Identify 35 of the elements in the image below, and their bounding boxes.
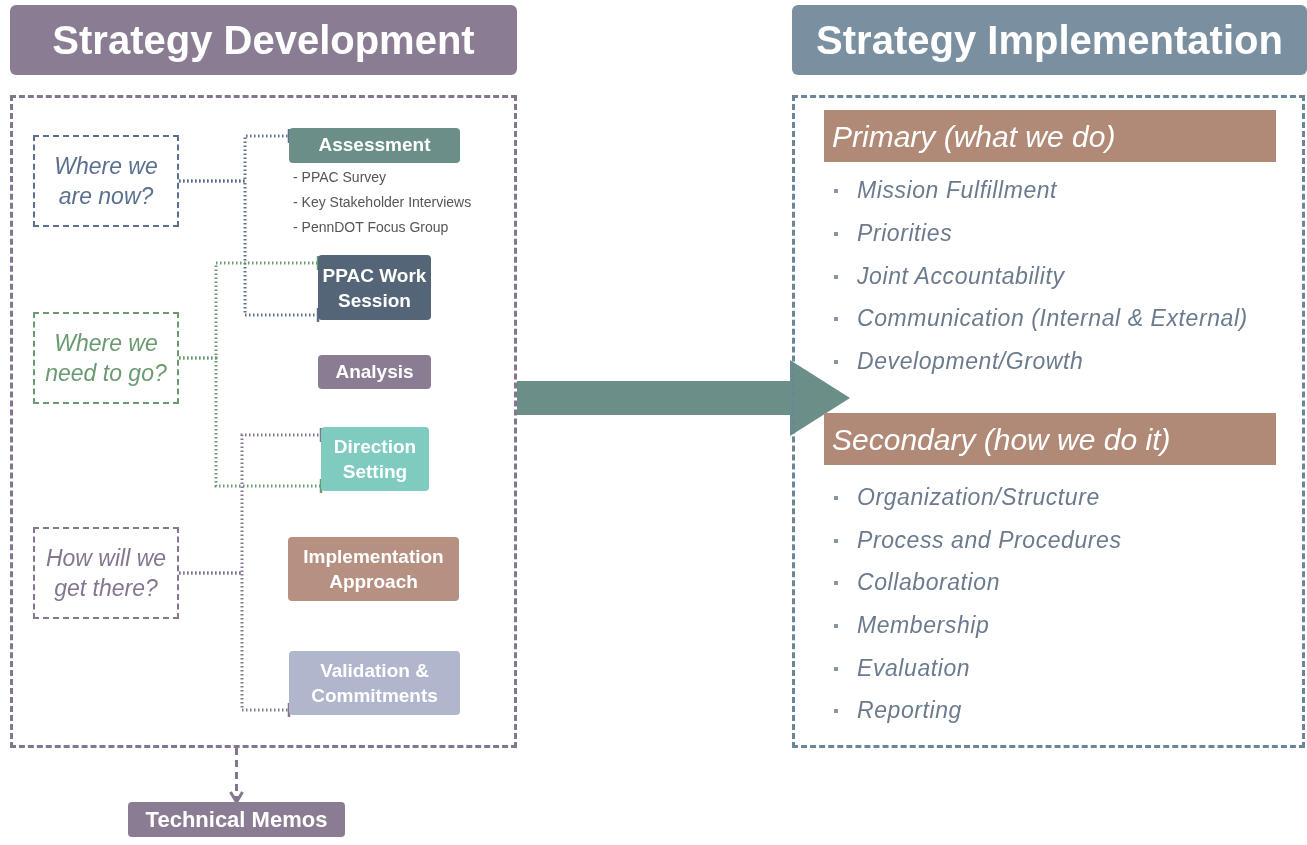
bracket-connector [179,179,320,324]
question-box: How will we get there? [33,527,179,619]
question-box: Where we need to go? [33,312,179,404]
sub-item-text: - PennDOT Focus Group [293,218,449,237]
process-box: Analysis [318,355,431,389]
list-item-text: Membership [857,611,990,639]
process-box: Direction Setting [321,427,429,491]
section-header: Primary (what we do) [824,110,1276,162]
list-item-text: Priorities [857,219,953,247]
output-box: Technical Memos [128,802,345,837]
process-box: PPAC Work Session [318,255,431,320]
title-banner: Strategy Development [10,5,517,75]
bracket-connector [179,571,291,719]
list-item-text: Joint Accountability [857,262,1065,290]
process-box: Assessment [289,128,460,163]
list-item-text: Reporting [857,696,962,724]
list-item-text: Development/Growth [857,347,1084,375]
question-box: Where we are now? [33,135,179,227]
list-item-text: Collaboration [857,568,1000,596]
list-item-text: Process and Procedures [857,526,1122,554]
sub-item-text: - Key Stakeholder Interviews [293,193,472,212]
list-item-text: Evaluation [857,654,971,682]
block-arrow [517,360,850,436]
bracket-connector [179,356,323,495]
process-box: Validation & Commitments [289,651,460,715]
list-item-text: Communication (Internal & External) [857,304,1248,332]
dashed-panel [10,95,517,748]
title-banner: Strategy Implementation [792,5,1307,75]
section-header: Secondary (how we do it) [824,413,1276,465]
list-item-text: Mission Fulfillment [857,176,1058,204]
sub-item-text: - PPAC Survey [293,168,387,187]
dashed-panel [792,95,1305,748]
dashed-arrow [229,748,244,804]
list-item-text: Organization/Structure [857,483,1100,511]
process-box: Implementation Approach [288,537,459,601]
